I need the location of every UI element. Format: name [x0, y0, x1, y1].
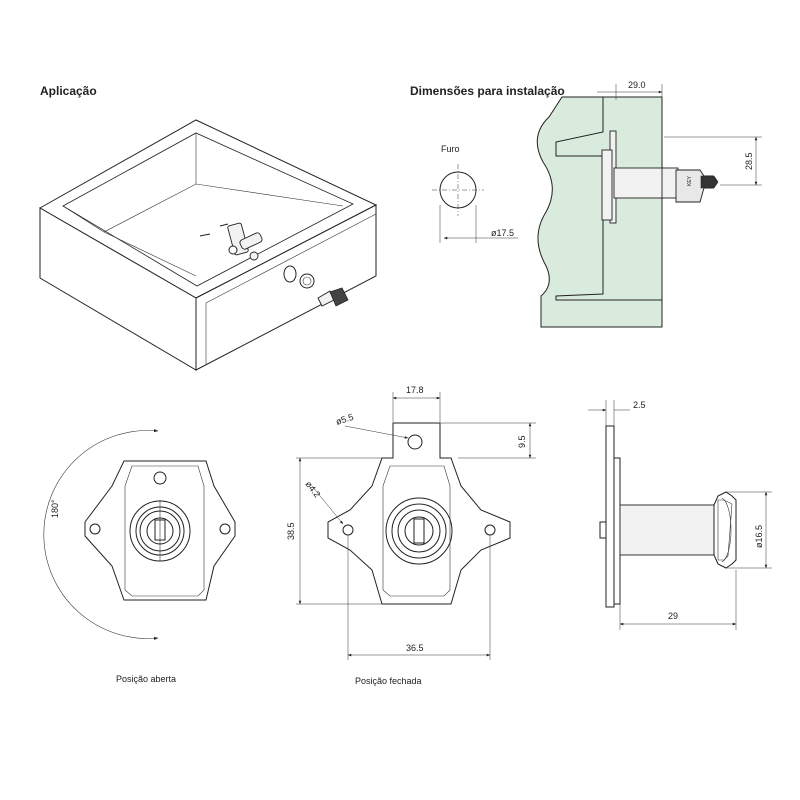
plate-width-label: 17.8	[406, 385, 424, 395]
key-height-label: 28.5	[744, 152, 754, 170]
hole-diameter-label: ø17.5	[491, 228, 514, 238]
closed-position-caption: Posição fechada	[355, 676, 422, 686]
lock-body-closed	[327, 422, 511, 605]
side-cylinder	[619, 504, 717, 556]
screw-hole-label: ø4.2	[303, 479, 322, 499]
rotation-arc	[43, 429, 159, 640]
drawer-front-panel	[195, 204, 377, 371]
installation-section: KEY 29.0 28.5	[536, 80, 762, 328]
key-illustration	[317, 287, 349, 307]
open-position-view: 180°	[43, 429, 236, 640]
side-rosette	[713, 491, 737, 569]
overall-width-label: 36.5	[406, 643, 424, 653]
top-hole-label: ø5.5	[335, 412, 355, 427]
installation-title: Dimensões para instalação	[410, 84, 565, 98]
keyway-closed	[413, 518, 425, 544]
drawer-opening	[62, 132, 354, 287]
tab-height-label: 9.5	[517, 435, 527, 448]
cylinder-outer-closed	[385, 497, 453, 565]
plate-thickness-label: 2.5	[633, 400, 646, 410]
top-hole-open	[153, 471, 167, 485]
application-title: Aplicação	[40, 84, 97, 98]
lock-mechanism-inside	[199, 222, 263, 261]
screw-hole-left-open	[89, 523, 101, 535]
rosette-ring	[299, 273, 315, 289]
closed-position-view: 17.8 ø5.5 9.5 ø4.2 38.5 36.5	[286, 385, 536, 660]
drawer-illustration	[38, 119, 378, 371]
body-height-label: 38.5	[286, 522, 296, 540]
rotation-label: 180°	[50, 499, 60, 518]
top-hole-closed	[407, 434, 423, 450]
cylinder-length-label: 29	[668, 611, 678, 621]
side-plate	[605, 425, 615, 608]
cylinder-diameter-label: ø16.5	[754, 525, 764, 548]
svg-text:KEY: KEY	[687, 175, 693, 186]
open-position-caption: Posição aberta	[116, 674, 177, 684]
screw-hole-right-open	[219, 523, 231, 535]
panel-section	[536, 96, 663, 328]
hole-label: Furo	[441, 144, 460, 154]
drawer-lock-hole	[283, 265, 297, 283]
side-view: 2.5 ø16.5 29	[588, 400, 772, 630]
hole-detail: Furo ø17.5	[432, 144, 518, 243]
drawer-inner-walls	[62, 183, 344, 233]
cylinder-section	[613, 167, 665, 199]
panel-offset-label: 29.0	[628, 80, 646, 90]
